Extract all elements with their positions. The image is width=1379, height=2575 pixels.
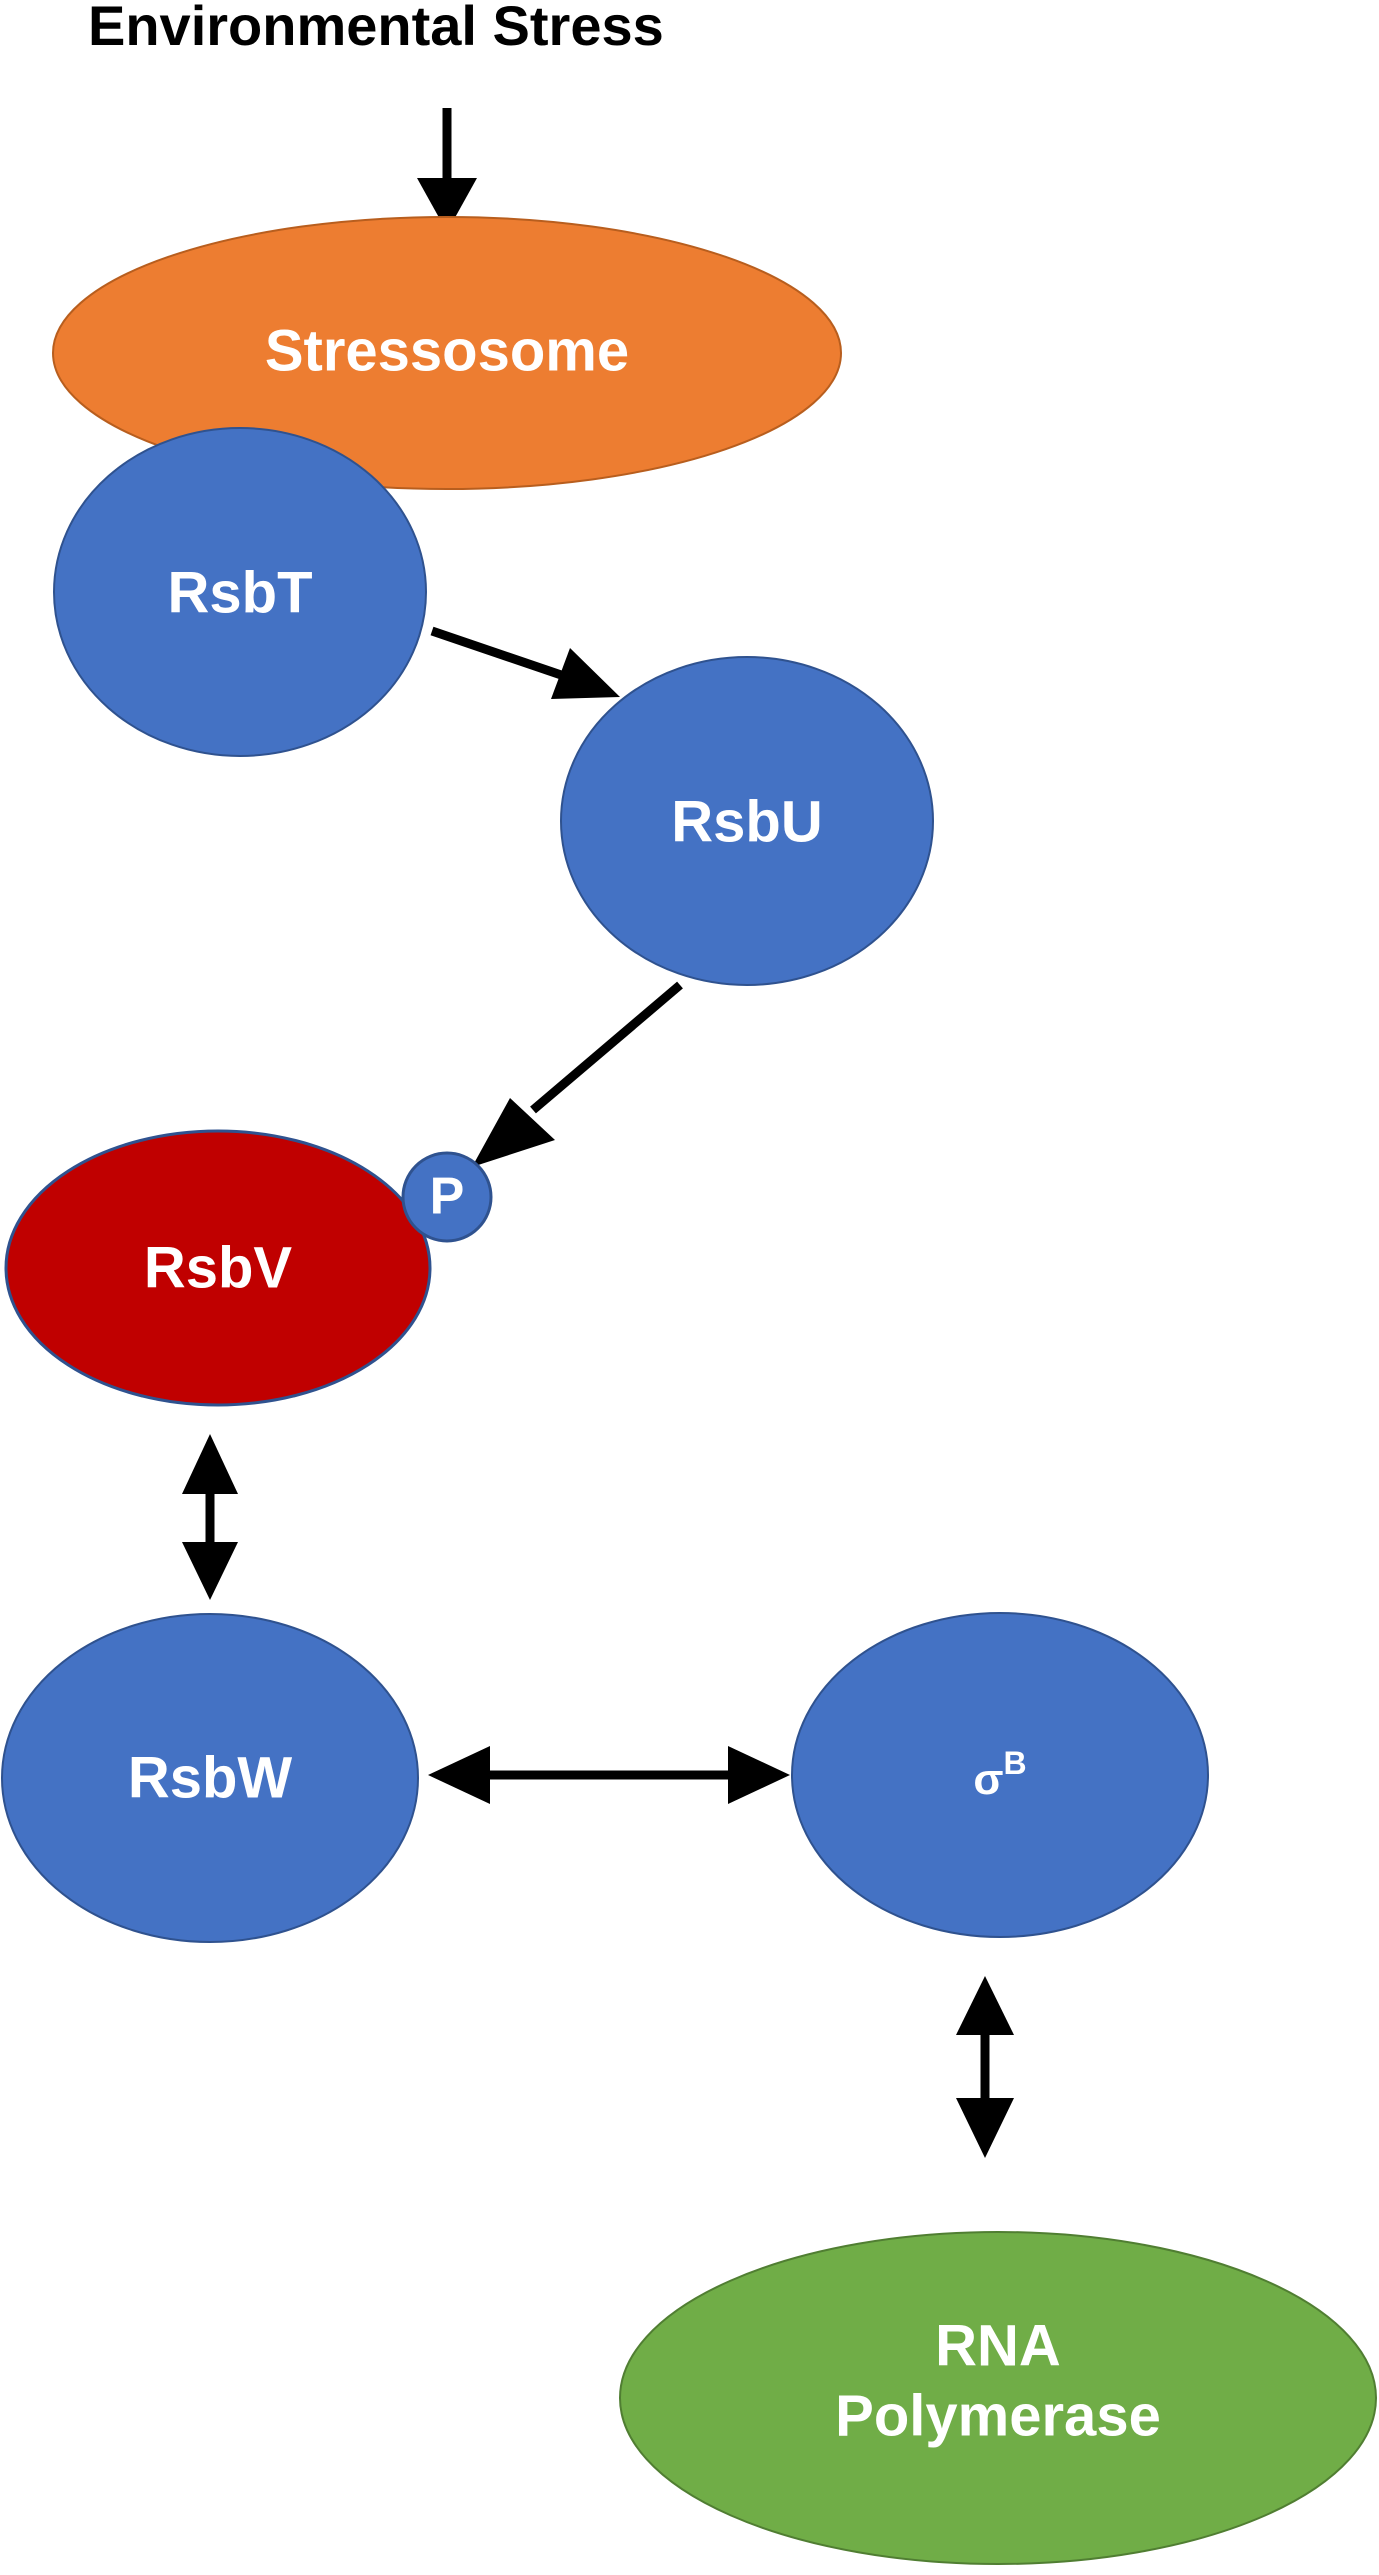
arrow-rsbu-to-rsbv bbox=[472, 981, 683, 1167]
node-stressosome: Stressosome bbox=[52, 216, 842, 490]
node-rsbu: RsbU bbox=[560, 656, 934, 986]
rsbu-label: RsbU bbox=[671, 789, 822, 854]
rsbu-shape bbox=[560, 656, 934, 986]
node-rsbt: RsbT bbox=[53, 427, 427, 757]
stressosome-label: Stressosome bbox=[265, 318, 629, 383]
node-rna-polymerase: RNA Polymerase bbox=[619, 2231, 1377, 2565]
sigma-superscript: B bbox=[1004, 1745, 1027, 1781]
sigma-b-label: σB bbox=[973, 1745, 1026, 1803]
rsbv-shape bbox=[4, 1129, 432, 1407]
rna-polymerase-shape bbox=[619, 2231, 1377, 2565]
node-rsbv: RsbV bbox=[4, 1129, 432, 1407]
rsbt-shape bbox=[53, 427, 427, 757]
arrow-rsbv-rsbw bbox=[182, 1434, 238, 1600]
stressosome-shape bbox=[52, 216, 842, 490]
rsbt-label: RsbT bbox=[168, 560, 313, 625]
rsbw-label: RsbW bbox=[128, 1745, 293, 1810]
rsbv-label: RsbV bbox=[144, 1235, 293, 1300]
node-phosphate: P bbox=[401, 1151, 493, 1243]
node-sigma-b: σB bbox=[791, 1612, 1209, 1938]
arrow-rsbt-to-rsbu bbox=[430, 626, 620, 699]
diagram-title: Environmental Stress bbox=[88, 0, 664, 57]
rna-polymerase-label-line1: RNA bbox=[935, 2313, 1061, 2378]
phosphate-label: P bbox=[430, 1168, 465, 1226]
arrow-rsbw-sigmab bbox=[428, 1746, 790, 1804]
rsbw-shape bbox=[1, 1613, 419, 1943]
node-rsbw: RsbW bbox=[1, 1613, 419, 1943]
sigma-symbol: σ bbox=[973, 1755, 1003, 1804]
arrow-stress-to-stressosome bbox=[417, 108, 477, 232]
arrow-sigmab-rna-polymerase bbox=[956, 1976, 1014, 2158]
phosphate-shape bbox=[401, 1151, 493, 1243]
sigma-b-shape bbox=[791, 1612, 1209, 1938]
rna-polymerase-label-line2: Polymerase bbox=[835, 2383, 1161, 2448]
